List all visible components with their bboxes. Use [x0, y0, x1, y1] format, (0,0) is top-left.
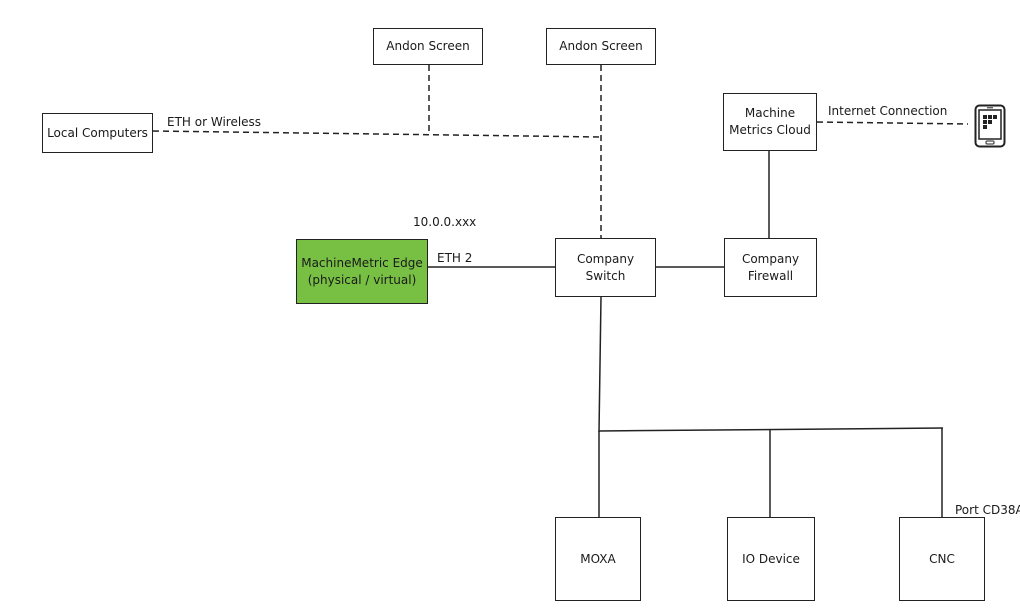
moxa: MOXA [555, 517, 641, 601]
machine-metrics-cloud: Machine Metrics Cloud [723, 93, 817, 151]
port-label: Port CD38A [955, 503, 1020, 517]
link-switch-down [598, 296, 602, 433]
tablet-icon [974, 104, 1006, 152]
local-computers: Local Computers [42, 113, 153, 153]
eth2-label: ETH 2 [437, 251, 473, 265]
company-switch: Company Switch [555, 238, 656, 297]
machinemetric-edge: MachineMetric Edge (physical / virtual) [296, 239, 428, 304]
io-device: IO Device [727, 517, 815, 601]
cnc: CNC [899, 517, 985, 601]
andon-screen-1: Andon Screen [373, 28, 483, 65]
internet-connection-label: Internet Connection [828, 104, 948, 118]
dashed-link-local-to-switch [152, 130, 602, 138]
eth-or-wireless-label: ETH or Wireless [167, 115, 262, 129]
andon-screen-2: Andon Screen [546, 28, 656, 65]
dashed-link-cloud-to-tablet [816, 121, 969, 125]
bus-horizontal [598, 427, 944, 432]
ip-address-label: 10.0.0.xxx [413, 215, 477, 229]
company-firewall: Company Firewall [724, 238, 817, 297]
